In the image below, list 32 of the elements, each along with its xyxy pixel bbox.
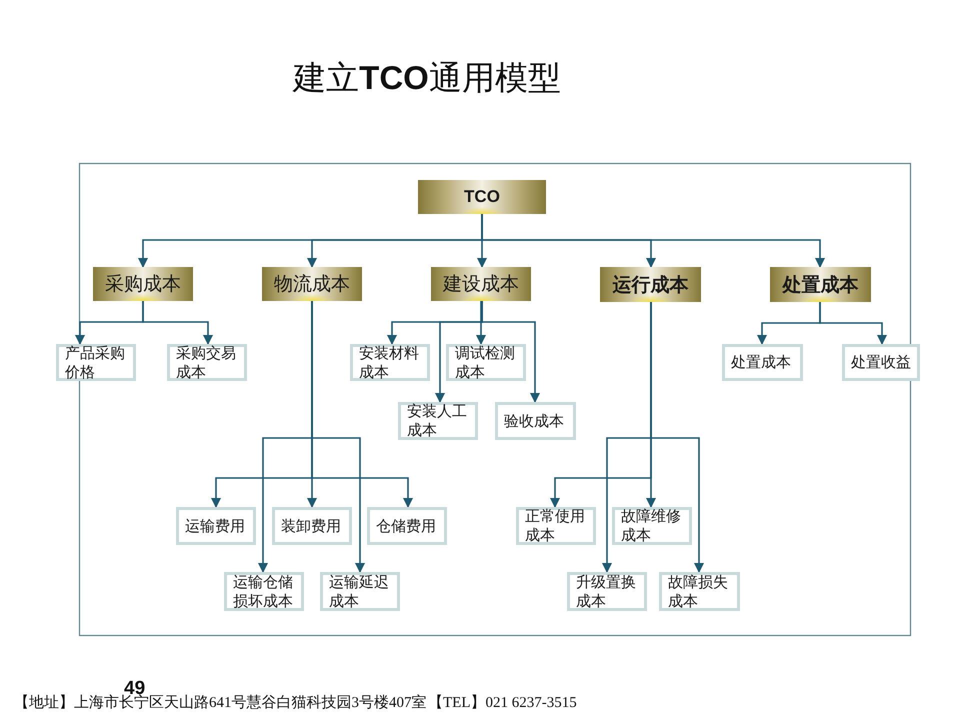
cost-box: 处置收益 <box>842 344 920 381</box>
connector-arrow <box>476 301 486 345</box>
root-box: TCO <box>418 180 546 214</box>
cost-box: 采购交易成本 <box>167 344 247 381</box>
title: 建立TCO通用模型 <box>292 58 562 98</box>
cost-box: 装卸费用 <box>272 507 352 545</box>
cost-box: 运输费用 <box>176 507 256 545</box>
cost-box: 仓储费用 <box>367 507 447 545</box>
cost-box: 运输延迟成本 <box>320 572 400 611</box>
connector-arrow <box>819 302 887 345</box>
category-box: 采购成本 <box>93 267 193 301</box>
connector-arrow <box>650 302 704 573</box>
category-box: 建设成本 <box>431 267 531 301</box>
cost-box: 运输仓储损坏成本 <box>224 572 304 611</box>
cost-box: 安装材料成本 <box>350 344 430 381</box>
cost-box: 升级置换成本 <box>567 572 647 611</box>
cost-box: 验收成本 <box>495 402 576 440</box>
cost-box: 调试检测成本 <box>446 344 526 381</box>
cost-box: 处置成本 <box>722 344 803 381</box>
connector-arrow <box>311 301 365 573</box>
connector-arrow <box>481 301 540 403</box>
cost-box: 产品采购价格 <box>56 344 136 381</box>
footer-phone: 【TEL】021 6237-3515 <box>428 694 577 712</box>
connector-arrow <box>481 214 825 268</box>
connector-arrow <box>142 301 213 345</box>
cost-box: 安装人工成本 <box>398 402 478 440</box>
category-box: 运行成本 <box>600 267 701 302</box>
category-box: 物流成本 <box>262 267 362 301</box>
cost-box: 故障损失成本 <box>659 572 740 611</box>
cost-box: 故障维修成本 <box>612 507 692 545</box>
cost-box: 正常使用成本 <box>516 507 596 545</box>
category-box: 处置成本 <box>770 267 871 302</box>
